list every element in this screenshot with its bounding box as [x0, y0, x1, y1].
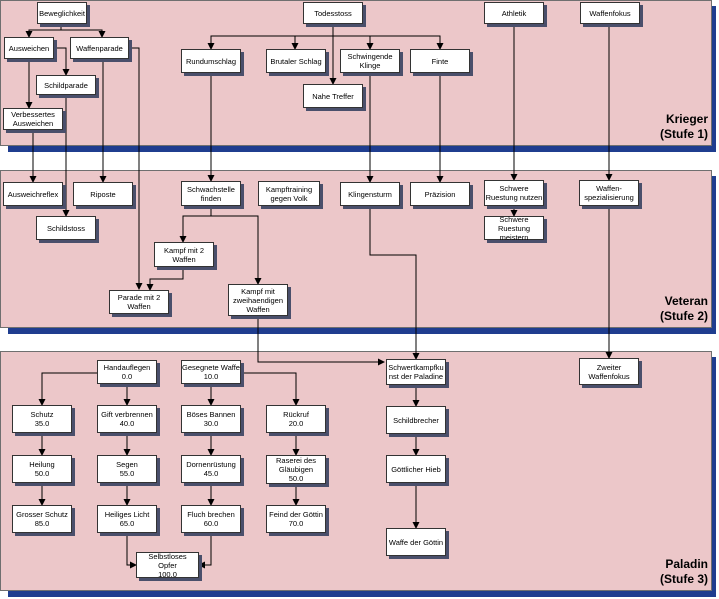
edge-gesegnete-rueckruf — [236, 372, 300, 406]
veteran-stage: (Stufe 2) — [660, 309, 708, 323]
node-schwere-ruestung-nutzen[interactable]: Schwere Ruestung nutzen — [484, 180, 544, 206]
node-schwere-ruestung-meistern[interactable]: Schwere Ruestung meistern — [484, 215, 544, 242]
edge-beweglichkeit-ausweichen — [25, 24, 62, 38]
veteran-name: Veteran — [664, 294, 708, 308]
node-feind-der-goettin[interactable]: Feind der Göttin 70.0 — [266, 505, 326, 533]
node-rundumschlag[interactable]: Rundumschlag — [181, 49, 241, 73]
node-fluch-brechen[interactable]: Fluch brechen 60.0 — [181, 505, 241, 533]
edge-todesstoss-brutaler — [291, 24, 334, 50]
node-riposte[interactable]: Riposte — [73, 182, 133, 206]
edge-klingensturm-schwertkampf — [369, 206, 420, 360]
node-praezision[interactable]: Präzision — [410, 182, 470, 206]
veteran-band-label: Veteran (Stufe 2) — [600, 294, 708, 324]
node-athletik[interactable]: Athletik — [484, 2, 544, 24]
node-selbstloses-opfer[interactable]: Selbstloses Opfer 100.0 — [136, 552, 199, 579]
node-gift-verbrennen[interactable]: Gift verbrennen 40.0 — [97, 405, 157, 433]
node-schildbrecher[interactable]: Schildbrecher — [386, 406, 446, 434]
node-segen[interactable]: Segen 55.0 — [97, 455, 157, 483]
node-kampf-mit-2-waffen[interactable]: Kampf mit 2 Waffen — [154, 242, 214, 267]
node-goettlicher-hieb[interactable]: Göttlicher Hieb — [386, 455, 446, 483]
node-gesegnete-waffe[interactable]: Gesegnete Waffe 10.0 — [181, 360, 241, 384]
node-parade-mit-2-waffen[interactable]: Parade mit 2 Waffen — [109, 290, 169, 314]
node-kampftraining-gegen-volk[interactable]: Kampftraining gegen Volk — [258, 181, 320, 206]
edge-beweglichkeit-waffenparade — [60, 24, 106, 38]
paladin-name: Paladin — [665, 557, 708, 571]
node-zweiter-waffenfokus[interactable]: Zweiter Waffenfokus — [579, 358, 639, 385]
krieger-name: Krieger — [665, 112, 708, 126]
paladin-stage: (Stufe 3) — [660, 572, 708, 586]
node-schutz[interactable]: Schutz 35.0 — [12, 405, 72, 433]
node-schildparade[interactable]: Schildparade — [36, 75, 96, 95]
paladin-band-label: Paladin (Stufe 3) — [600, 557, 708, 587]
krieger-stage: (Stufe 1) — [660, 127, 708, 141]
edge-heiliges-opfer — [126, 533, 137, 569]
node-boeses-bannen[interactable]: Böses Bannen 30.0 — [181, 405, 241, 433]
edge-schwachstelle-kampf2 — [179, 206, 212, 243]
node-heiliges-licht[interactable]: Heiliges Licht 65.0 — [97, 505, 157, 533]
node-brutaler-schlag[interactable]: Brutaler Schlag — [266, 49, 326, 73]
node-nahe-treffer[interactable]: Nahe Treffer — [303, 84, 363, 108]
node-kampf-mit-zweihaendigen-waffen[interactable]: Kampf mit zweihaendigen Waffen — [228, 284, 288, 316]
node-schwachstelle-finden[interactable]: Schwachstelle finden — [181, 181, 241, 206]
edge-waffenparade-parade2 — [127, 47, 143, 290]
edge-schwachstelle-zweihaendig — [210, 206, 262, 285]
node-beweglichkeit[interactable]: Beweglichkeit — [37, 2, 87, 24]
node-ausweichreflex[interactable]: Ausweichreflex — [3, 182, 63, 206]
edge-todesstoss-finte — [332, 24, 444, 50]
node-dornenruestung[interactable]: Dornenrüstung 45.0 — [181, 455, 241, 483]
node-ausweichen[interactable]: Ausweichen — [4, 37, 54, 59]
edge-ausweichen-schildparade — [52, 47, 70, 76]
edge-zweihaendig-schwertkampf — [257, 316, 385, 366]
node-waffenspezialisierung[interactable]: Waffen- spezialisierung — [579, 180, 639, 206]
node-handauflegen[interactable]: Handauflegen 0.0 — [97, 360, 157, 384]
node-waffenfokus[interactable]: Waffenfokus — [580, 2, 640, 24]
node-verbessertes-ausweichen[interactable]: Verbessertes Ausweichen — [3, 108, 63, 130]
edge-fluch-opfer — [198, 533, 212, 569]
node-heilung[interactable]: Heilung 50.0 — [12, 455, 72, 483]
krieger-band — [0, 0, 712, 146]
edge-kampf2-parade2 — [146, 267, 184, 291]
node-schwingende-klinge[interactable]: Schwingende Klinge — [340, 49, 400, 73]
node-raserei-des-glaeubigen[interactable]: Raserei des Gläubigen 50.0 — [266, 455, 326, 484]
node-rueckruf[interactable]: Rückruf 20.0 — [266, 405, 326, 433]
krieger-band-label: Krieger (Stufe 1) — [600, 112, 708, 142]
node-schwertkampfkunst-der-paladine[interactable]: Schwertkampfku nst der Paladine — [386, 359, 446, 385]
node-waffenparade[interactable]: Waffenparade — [70, 37, 129, 59]
node-waffe-der-goettin[interactable]: Waffe der Göttin — [386, 528, 446, 556]
node-schildstoss[interactable]: Schildstoss — [36, 216, 96, 240]
node-grosser-schutz[interactable]: Grosser Schutz 85.0 — [12, 505, 72, 533]
node-klingensturm[interactable]: Klingensturm — [340, 182, 400, 206]
node-finte[interactable]: Finte — [410, 49, 470, 73]
node-todesstoss[interactable]: Todesstoss — [303, 2, 363, 24]
